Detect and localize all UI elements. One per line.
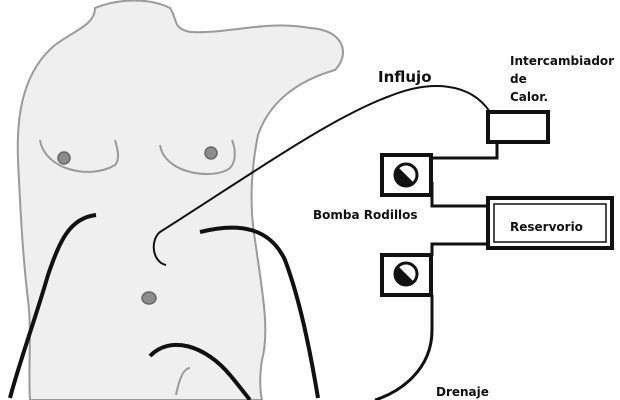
drainage-label: Drenaje [436,385,489,399]
reservoir-box [486,196,614,250]
drainage-tube [374,295,434,400]
upper-pump-rotor-shade [394,167,414,187]
torso-figure [16,0,344,400]
connector-reservoir-to-pump [430,242,488,256]
right-nipple [204,146,218,160]
left-nipple [57,151,71,165]
navel [141,291,157,305]
right-catheter-line [199,225,320,399]
roller-pump-label: Bomba Rodillos [313,208,418,222]
heat-exchanger-label-line1: Intercambiador [510,54,614,68]
heat-exchanger-box [486,110,550,144]
lower-pump-rotor-shade [394,266,414,286]
pelvic-outline [175,367,191,396]
left-breast-outline [39,139,119,173]
heat-exchanger-label-line2: de [510,72,527,86]
reservoir-label: Reservorio [510,220,583,234]
reservoir-inner-border [493,203,607,243]
connector-pump-to-reservoir [430,182,488,208]
right-breast-outline [159,139,236,175]
connector-exchanger-to-pump [432,144,499,160]
left-catheter-line [8,213,97,399]
influx-tube [152,85,491,266]
heat-exchanger-label-line3: Calor. [510,90,548,104]
influjo-label: Influjo [378,68,432,86]
lower-catheter-arc [148,342,252,400]
